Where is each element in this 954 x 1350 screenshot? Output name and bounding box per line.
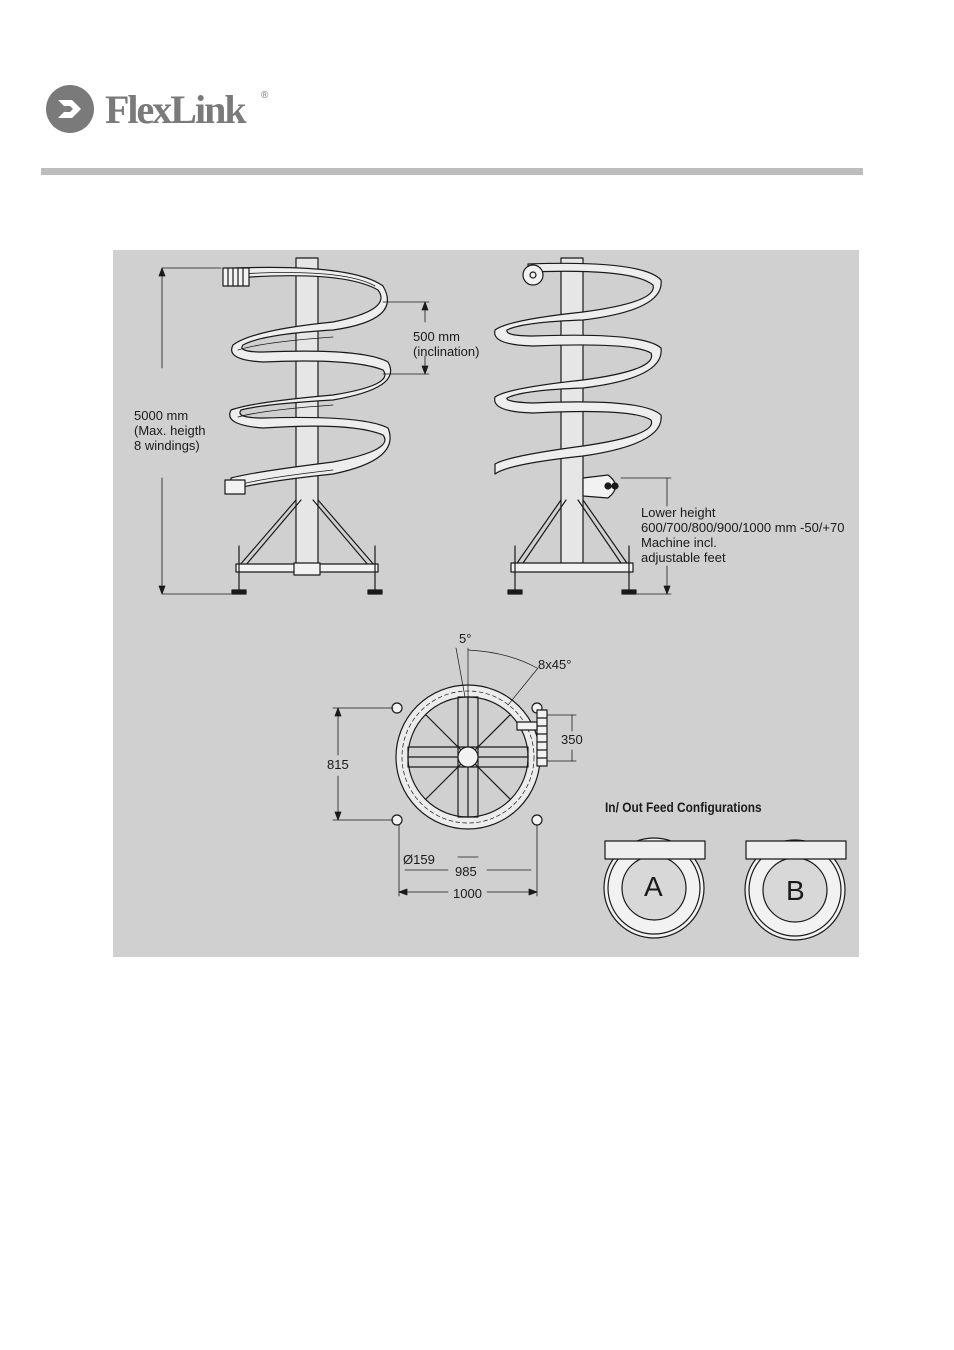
left-spiral-view	[222, 257, 392, 595]
feed-configurations-title: In/ Out Feed Configurations	[605, 799, 762, 815]
top-view	[332, 647, 577, 897]
registered-mark: ®	[261, 90, 269, 101]
feed-config-a-drawing	[603, 837, 706, 939]
right-spiral-view	[494, 257, 662, 595]
dim-1000-label: 1000	[453, 886, 482, 901]
angle-offset-label: 5°	[459, 631, 472, 646]
lower-height-label: Lower height 600/700/800/900/1000 mm -50…	[641, 505, 845, 565]
flexlink-mark-icon	[46, 85, 94, 133]
side-dimensions	[158, 267, 672, 595]
dim-350-label: 350	[561, 732, 583, 747]
dim-diameter-label: Ø159	[403, 852, 435, 867]
technical-drawing	[158, 257, 847, 941]
feed-config-b-drawing	[744, 839, 847, 941]
dim-985-label: 985	[455, 864, 477, 879]
feed-option-a: A	[644, 871, 663, 902]
feed-option-b: B	[786, 875, 805, 906]
inclination-label: 500 mm (inclination)	[413, 329, 480, 359]
angle-division-label: 8x45°	[538, 657, 572, 672]
dim-815-label: 815	[327, 757, 349, 772]
header-rule	[41, 168, 863, 175]
brand-name: FlexLink	[105, 87, 247, 132]
max-height-label: 5000 mm (Max. heigth 8 windings)	[134, 408, 206, 453]
flexlink-logo: FlexLink ®	[45, 84, 285, 138]
drawing-panel: 5000 mm (Max. heigth 8 windings) 500 mm …	[113, 250, 859, 957]
